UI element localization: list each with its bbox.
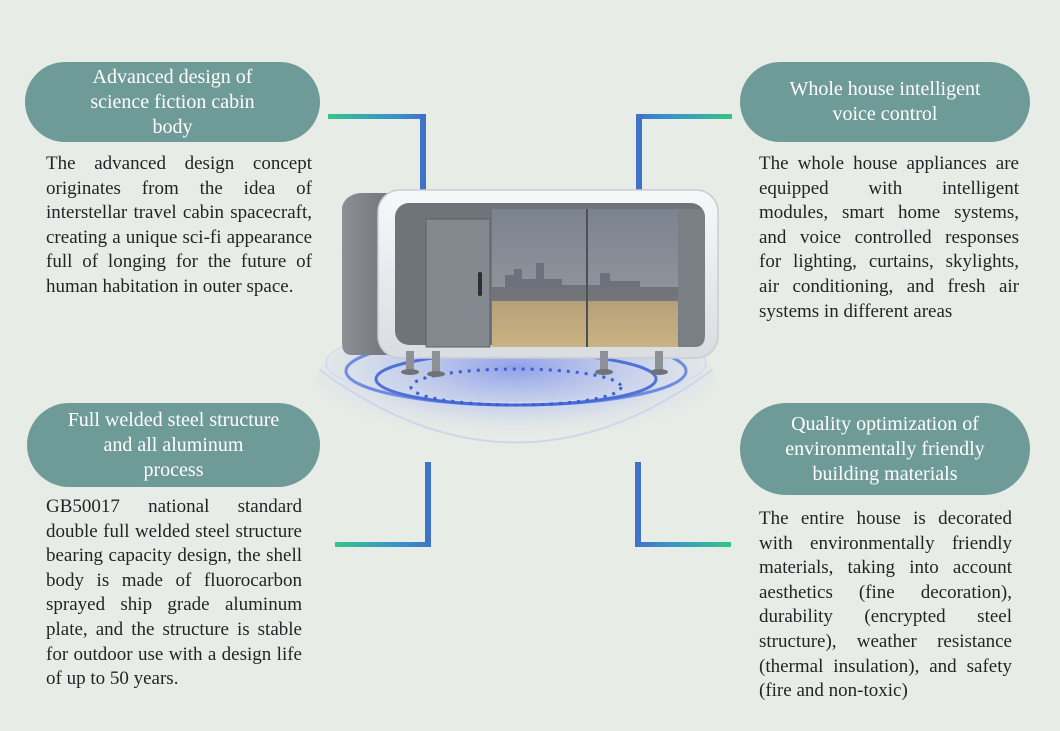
title-line: Full welded steel structure	[67, 408, 280, 431]
connector-bottom-left-horizontal	[335, 542, 431, 547]
title-line: science fiction cabin	[90, 90, 255, 113]
feature-description-eco-materials: The entire house is decorated with envir…	[759, 508, 1012, 702]
title-line: body	[152, 115, 193, 138]
connector-top-right-horizontal	[636, 114, 732, 119]
connector-top-left-horizontal	[328, 114, 426, 119]
space-capsule-cabin-icon	[316, 189, 719, 444]
connector-top-left-vertical	[420, 114, 426, 190]
title-line: environmentally friendly	[785, 437, 985, 460]
feature-description-voice-control: The whole house appliances are equipped …	[759, 153, 1019, 322]
feature-title-voice-control: Whole house intelligent voice control	[740, 62, 1030, 142]
connector-top-right-vertical	[636, 114, 642, 190]
connector-bottom-right-vertical	[635, 462, 641, 546]
connector-bottom-right-horizontal	[635, 542, 731, 547]
title-line: and all aluminum	[103, 433, 244, 456]
title-line: process	[143, 458, 204, 481]
feature-title-sci-fi-cabin: Advanced design of science fiction cabin…	[25, 62, 320, 142]
feature-description-sci-fi-cabin: The advanced design concept originates f…	[46, 153, 312, 297]
feature-description-welded-steel: GB50017 national standard double full we…	[46, 496, 302, 690]
feature-title-welded-steel: Full welded steel structure and all alum…	[27, 403, 320, 487]
title-line: Whole house intelligent	[789, 78, 981, 100]
feature-title-eco-materials: Quality optimization of environmentally …	[740, 403, 1030, 495]
connector-bottom-left-vertical	[425, 462, 431, 546]
title-line: building materials	[812, 462, 958, 485]
title-line: Quality optimization of	[791, 412, 979, 435]
title-line: voice control	[832, 103, 938, 125]
title-line: Advanced design of	[92, 65, 253, 88]
